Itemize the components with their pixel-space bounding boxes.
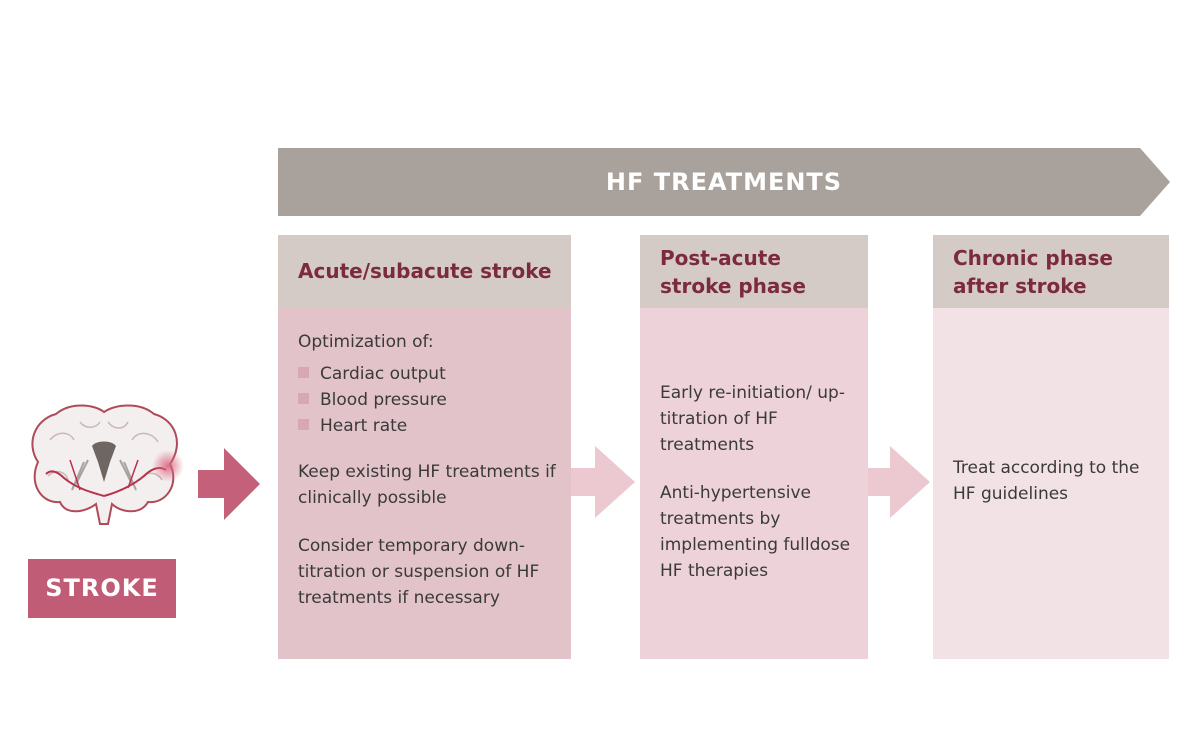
phase-header-post-acute: Post-acute stroke phase [640,235,868,308]
phase-header-acute: Acute/subacute stroke [278,235,571,308]
phase-paragraph: Anti-hypertensive treatments by implemen… [660,483,851,581]
phase-title: Chronic phase after stroke [953,246,1113,298]
bullet-square-icon [298,367,309,378]
phase-arrow-1 [571,446,635,518]
phase-title: Acute/subacute stroke [298,259,552,283]
phase-body-post-acute: Early re-initiation/ up-titration of HF … [640,308,868,659]
phase-header-chronic: Chronic phase after stroke [933,235,1169,308]
phase-card-acute: Acute/subacute stroke Optimization of: C… [278,235,571,659]
phase-paragraph: Consider temporary down-titration or sus… [298,536,540,608]
phase-title: Post-acute stroke phase [660,246,806,298]
phase-body-acute: Optimization of: Cardiac output Blood pr… [278,308,571,659]
phase-paragraph: Early re-initiation/ up-titration of HF … [660,383,845,455]
phase-paragraph: Treat according to the HF guidelines [953,458,1140,504]
bullet-square-icon [298,419,309,430]
phase-card-chronic: Chronic phase after stroke Treat accordi… [933,235,1169,659]
bullet-item: Cardiac output [298,361,446,387]
phase-body-chronic: Treat according to the HF guidelines [933,308,1169,659]
phase-intro: Optimization of: [298,332,434,352]
stroke-arrow [198,448,260,520]
hf-treatments-banner: HF TREATMENTS [278,148,1170,216]
phase-card-post-acute: Post-acute stroke phase Early re-initiat… [640,235,868,659]
banner-arrow-shape [278,148,1170,216]
bullet-item: Blood pressure [298,387,447,413]
bullet-square-icon [298,393,309,404]
banner-title: HF TREATMENTS [605,168,843,196]
bullet-item: Heart rate [298,413,407,439]
stroke-label: STROKE [28,559,176,618]
phase-paragraph: Keep existing HF treatments if clinicall… [298,462,556,508]
phase-arrow-2 [868,446,930,518]
brain-icon [31,404,184,525]
